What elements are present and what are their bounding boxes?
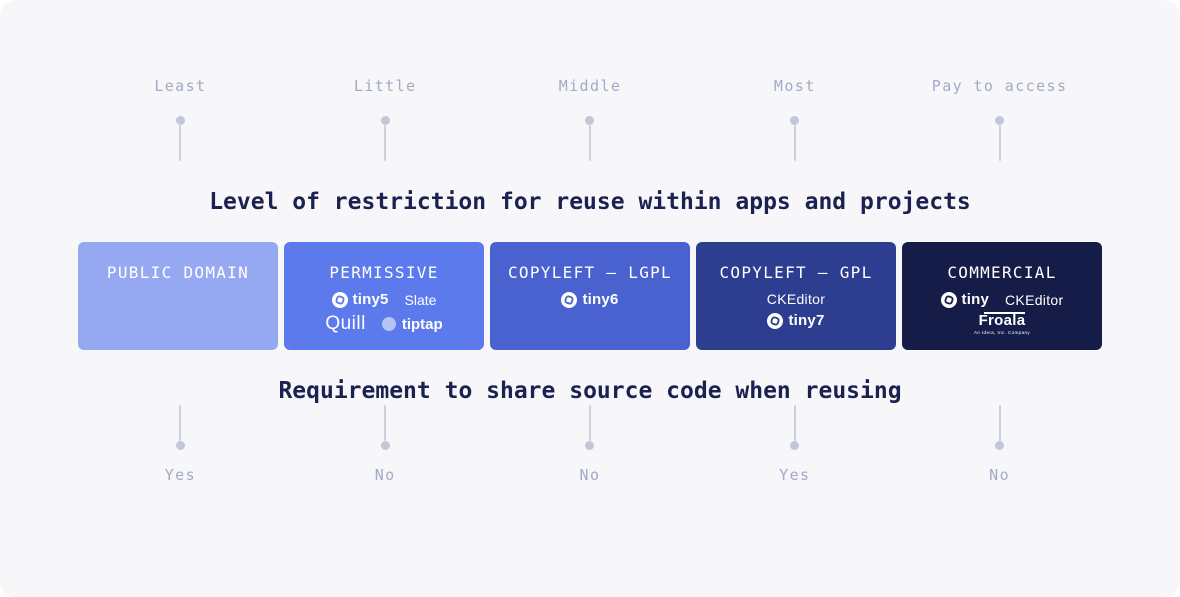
restriction-tick: Middle: [488, 76, 693, 161]
froala-logo-label: Froala: [978, 312, 1026, 329]
froala-tagline: An Idera, Inc. Company: [973, 330, 1031, 335]
tick-label: No: [989, 466, 1011, 484]
tinymce-logo: tiny7: [767, 312, 824, 329]
license-card: COPYLEFT — GPL CKEditor tiny7: [696, 242, 896, 350]
license-card: PUBLIC DOMAIN: [78, 242, 278, 350]
tinymce-logo-label: tiny: [961, 291, 990, 308]
tinymce-logo: tiny: [940, 291, 990, 308]
slate-logo: Slate: [404, 291, 437, 308]
pin-dot-icon: [585, 116, 595, 125]
license-card-title: PUBLIC DOMAIN: [106, 263, 250, 282]
tick-label: Most: [773, 77, 816, 95]
tick-label: No: [579, 466, 601, 484]
pin-stem: [793, 125, 796, 161]
restriction-tick: Least: [78, 76, 283, 161]
license-card-title: COPYLEFT — LGPL: [508, 263, 672, 282]
tinymce-logo-label: tiny6: [582, 291, 619, 308]
share-source-heading: Requirement to share source code when re…: [278, 378, 902, 404]
restriction-scale: Least Little Middle Most Pay to access: [78, 76, 1102, 161]
restriction-heading: Level of restriction for reuse within ap…: [209, 189, 971, 215]
share-source-tick: Yes: [78, 405, 283, 485]
pin-dot-icon: [790, 116, 800, 125]
share-source-tick: No: [283, 405, 488, 485]
pin-stem: [384, 125, 387, 161]
tick-label: Least: [154, 77, 207, 95]
logo-row: tiny7: [767, 312, 824, 329]
tinymce-logo-label: tiny5: [352, 291, 389, 308]
tick-label: Yes: [164, 466, 197, 484]
tick-label: No: [374, 466, 396, 484]
pin-dot-icon: [175, 116, 185, 125]
tick-label: Yes: [779, 466, 811, 484]
quill-logo: Quill: [325, 313, 366, 334]
ckeditor-logo: CKEditor: [766, 291, 826, 307]
license-card-title: COPYLEFT — GPL: [719, 263, 873, 282]
share-source-tick: No: [488, 405, 693, 485]
pin-dot-icon: [995, 441, 1005, 450]
license-card: COPYLEFT — LGPL tiny6: [490, 242, 690, 350]
pin-dot-icon: [995, 116, 1005, 125]
pin-dot-icon: [380, 441, 390, 450]
tiptap-logo: tiptap: [381, 315, 443, 333]
tiptap-logo-label: tiptap: [401, 315, 443, 333]
logo-row: CKEditor: [767, 291, 825, 307]
tiptap-icon: [381, 317, 396, 331]
tinymce-icon: [767, 312, 784, 329]
share-source-scale: Yes No No Yes No: [78, 405, 1102, 485]
pin-dot-icon: [380, 116, 390, 125]
share-source-tick: Yes: [692, 405, 897, 485]
tinymce-icon: [331, 291, 348, 308]
tick-label: Middle: [558, 77, 622, 95]
pin-stem: [588, 405, 591, 441]
restriction-tick: Pay to access: [897, 76, 1102, 161]
pin-dot-icon: [790, 441, 800, 450]
tinymce-icon: [561, 291, 578, 308]
pin-stem: [998, 405, 1001, 441]
tinymce-logo: tiny5: [331, 291, 389, 308]
pin-stem: [179, 125, 182, 161]
pin-stem: [384, 405, 387, 441]
restriction-tick: Most: [692, 76, 897, 161]
pin-stem: [998, 125, 1001, 161]
tinymce-icon: [940, 291, 957, 308]
pin-dot-icon: [585, 441, 595, 450]
pin-stem: [179, 405, 182, 441]
logo-row: tiny6: [561, 291, 618, 308]
tick-label: Pay to access: [931, 77, 1068, 95]
ckeditor-logo: CKEditor: [1005, 291, 1064, 308]
tinymce-logo-label: tiny7: [788, 312, 825, 329]
pin-stem: [588, 125, 591, 161]
tinymce-logo: tiny6: [561, 291, 618, 308]
tick-label: Little: [353, 77, 417, 95]
logo-row: tiny5 Slate: [331, 291, 437, 308]
license-card-title: PERMISSIVE: [329, 263, 439, 282]
share-source-tick: No: [897, 405, 1102, 485]
logo-row: tiny CKEditor: [940, 291, 1064, 308]
pin-stem: [793, 405, 796, 441]
restriction-tick: Little: [283, 76, 488, 161]
logo-row: Quill tiptap: [325, 313, 442, 335]
pin-dot-icon: [175, 441, 185, 450]
license-card-title: COMMERCIAL: [947, 263, 1057, 282]
